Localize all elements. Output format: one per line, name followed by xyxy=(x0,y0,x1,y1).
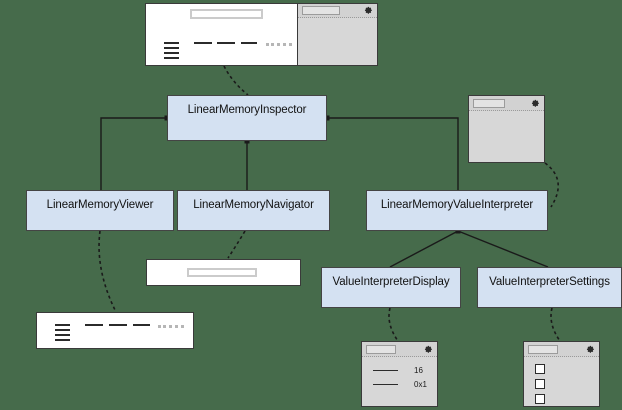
row-value: 0x1 xyxy=(414,380,427,389)
mockup-display-titlebar xyxy=(362,342,437,357)
edge-valueinterpreter-display xyxy=(389,230,459,268)
mockup-settings-titlebar xyxy=(524,342,599,357)
mockup-value-interpreter-pill xyxy=(473,98,505,108)
gear-icon xyxy=(586,345,595,354)
node-value-interpreter-display[interactable]: ValueInterpreterDisplay xyxy=(321,267,461,308)
mockup-settings-checkbox[interactable] xyxy=(535,379,545,389)
edge-inspector-viewer xyxy=(100,117,167,190)
edge-mockup-inspector xyxy=(223,65,249,96)
mockup-value-interpreter-titlebar xyxy=(469,96,544,111)
mockup-inspector-search-field xyxy=(190,9,263,19)
node-label: ValueInterpreterDisplay xyxy=(332,276,450,288)
gear-icon xyxy=(364,6,373,15)
row-dash xyxy=(373,384,398,385)
mockup-settings-checkbox[interactable] xyxy=(535,364,545,374)
edge-mockup-viewer xyxy=(98,230,117,313)
mockup-display-row: 0x1 xyxy=(373,380,427,389)
node-label: ValueInterpreterSettings xyxy=(489,276,610,288)
node-label: LinearMemoryViewer xyxy=(46,199,154,211)
row-dash xyxy=(373,370,398,371)
node-linear-memory-inspector[interactable]: LinearMemoryInspector xyxy=(167,95,327,141)
mockup-value-interpreter xyxy=(468,95,545,163)
mockup-viewer-memory-dump xyxy=(37,313,193,348)
edge-mockup-navigator xyxy=(227,230,246,259)
mockup-navigator-address-field xyxy=(187,268,257,277)
mockup-display-row: 16 xyxy=(373,366,423,375)
mockup-inspector-panel-pill xyxy=(302,6,341,15)
row-value: 16 xyxy=(414,366,423,375)
mockup-settings xyxy=(523,341,600,407)
node-linear-memory-navigator[interactable]: LinearMemoryNavigator xyxy=(177,190,330,231)
mockup-inspector xyxy=(145,3,378,66)
edge-mockup-settings xyxy=(550,307,561,342)
edge-valueinterpreter-settings xyxy=(457,230,549,268)
mockup-settings-pill xyxy=(528,344,558,354)
gear-icon xyxy=(424,345,433,354)
node-linear-memory-value-interpreter[interactable]: LinearMemoryValueInterpreter xyxy=(366,190,548,231)
mockup-display-pill xyxy=(366,344,396,354)
node-linear-memory-viewer[interactable]: LinearMemoryViewer xyxy=(26,190,174,231)
mockup-viewer xyxy=(36,312,194,349)
mockup-navigator xyxy=(146,259,301,286)
gear-icon xyxy=(531,99,540,108)
edge-mockup-display xyxy=(388,307,399,342)
node-label: LinearMemoryValueInterpreter xyxy=(380,199,534,211)
mockup-settings-checkbox[interactable] xyxy=(535,394,545,404)
mockup-display: 16 0x1 xyxy=(361,341,438,407)
node-label: LinearMemoryNavigator xyxy=(193,199,314,211)
mockup-inspector-panel-titlebar xyxy=(298,4,377,18)
mockup-inspector-memory-dump xyxy=(146,4,299,65)
node-label: LinearMemoryInspector xyxy=(187,104,307,116)
node-value-interpreter-settings[interactable]: ValueInterpreterSettings xyxy=(477,267,622,308)
edge-inspector-valueinterpreter xyxy=(327,117,459,190)
